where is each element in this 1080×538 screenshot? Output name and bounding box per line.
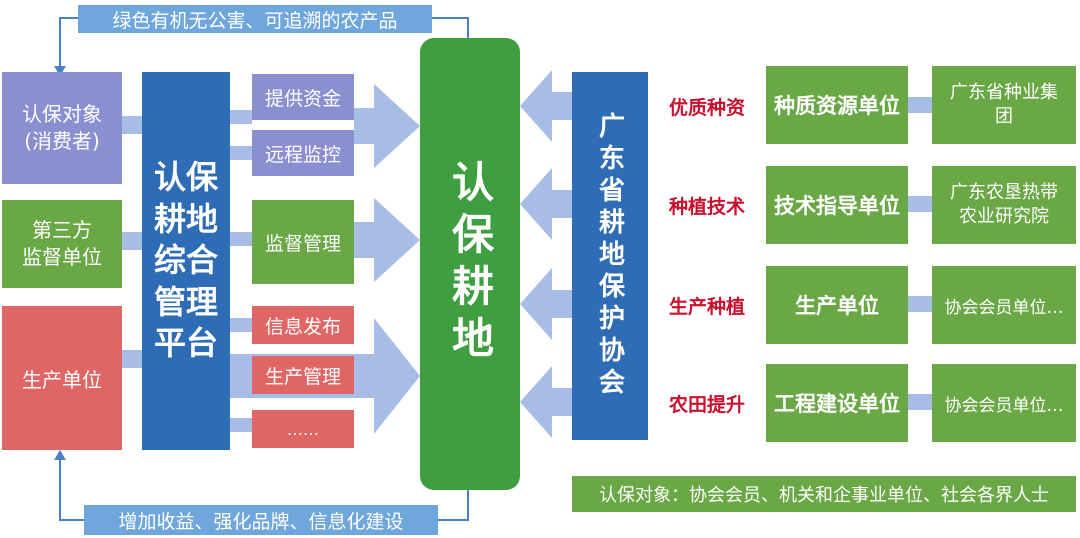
bottom-note: 增加收益、强化品牌、信息化建设 — [84, 505, 438, 535]
platform-line: 耕地 — [153, 199, 218, 238]
function-info-release: 信息发布 — [252, 306, 354, 344]
category-quality-seeds: 优质种资 — [668, 96, 745, 119]
function-supervision: 监督管理 — [252, 200, 354, 284]
connector-producer — [122, 350, 142, 368]
member-tropical-institute: 广东农垦热带农业研究院 — [932, 166, 1076, 244]
bottom-feedback-line — [438, 490, 469, 521]
connector-fn-4 — [230, 318, 252, 332]
unit-tech-guidance: 技术指导单位 — [766, 166, 908, 244]
member-association-1: 协会会员单位… — [932, 266, 1076, 344]
platform-box: 认保 耕地 综合 管理 平台 — [142, 72, 230, 450]
arrow-left-4 — [520, 366, 576, 438]
connector-member-3 — [908, 296, 932, 312]
arrow-left-1 — [520, 70, 576, 142]
function-funding: 提供资金 — [252, 74, 354, 120]
platform-line: 平台 — [153, 324, 218, 363]
consumer-box: 认保对象 (消费者) — [2, 72, 122, 184]
platform-line: 管理 — [153, 282, 218, 321]
top-feedback-line — [432, 17, 469, 38]
arrow-right-2 — [354, 198, 420, 282]
bottom-feedback-arrowhead — [54, 450, 66, 460]
member-seed-group: 广东省种业集团 — [932, 66, 1076, 144]
platform-line: 认保 — [153, 158, 218, 197]
supervisor-box: 第三方 监督单位 — [2, 200, 122, 288]
footer-targets: 认保对象：协会会员、机关和企事业单位、社会各界人士 — [572, 476, 1076, 512]
connector-member-4 — [908, 394, 932, 410]
top-feedback-line-left — [59, 17, 78, 68]
producer-box: 生产单位 — [2, 306, 122, 450]
platform-line: 综合 — [153, 241, 218, 280]
arrow-right-1 — [354, 84, 420, 168]
unit-engineering: 工程建设单位 — [766, 364, 908, 442]
connector-member-1 — [908, 97, 932, 113]
unit-germplasm: 种质资源单位 — [766, 66, 908, 144]
connector-consumer — [122, 116, 142, 134]
arrow-left-3 — [520, 268, 576, 340]
top-feedback-arrowhead — [54, 66, 66, 76]
function-remote-monitoring: 远程监控 — [252, 130, 354, 176]
connector-fn-6 — [230, 418, 252, 432]
category-planting-tech: 种植技术 — [668, 195, 745, 218]
function-production-management: 生产管理 — [252, 356, 354, 394]
category-production: 生产种植 — [668, 295, 745, 318]
arrow-left-2 — [520, 168, 576, 240]
center-farmland: 认保耕地 — [420, 38, 520, 490]
unit-production: 生产单位 — [766, 266, 908, 344]
connector-supervisor — [122, 232, 142, 250]
top-note: 绿色有机无公害、可追溯的农产品 — [78, 5, 432, 33]
connector-fn-2 — [230, 146, 252, 160]
association-box: 广东省耕地保护协会 — [572, 72, 648, 440]
category-farmland-upgrade: 农田提升 — [668, 393, 745, 416]
connector-member-2 — [908, 196, 932, 212]
member-association-2: 协会会员单位… — [932, 364, 1076, 442]
connector-fn-1 — [230, 110, 252, 124]
bottom-feedback-line-left — [59, 458, 84, 521]
connector-fn-3 — [230, 232, 252, 246]
function-more: …… — [252, 410, 354, 448]
